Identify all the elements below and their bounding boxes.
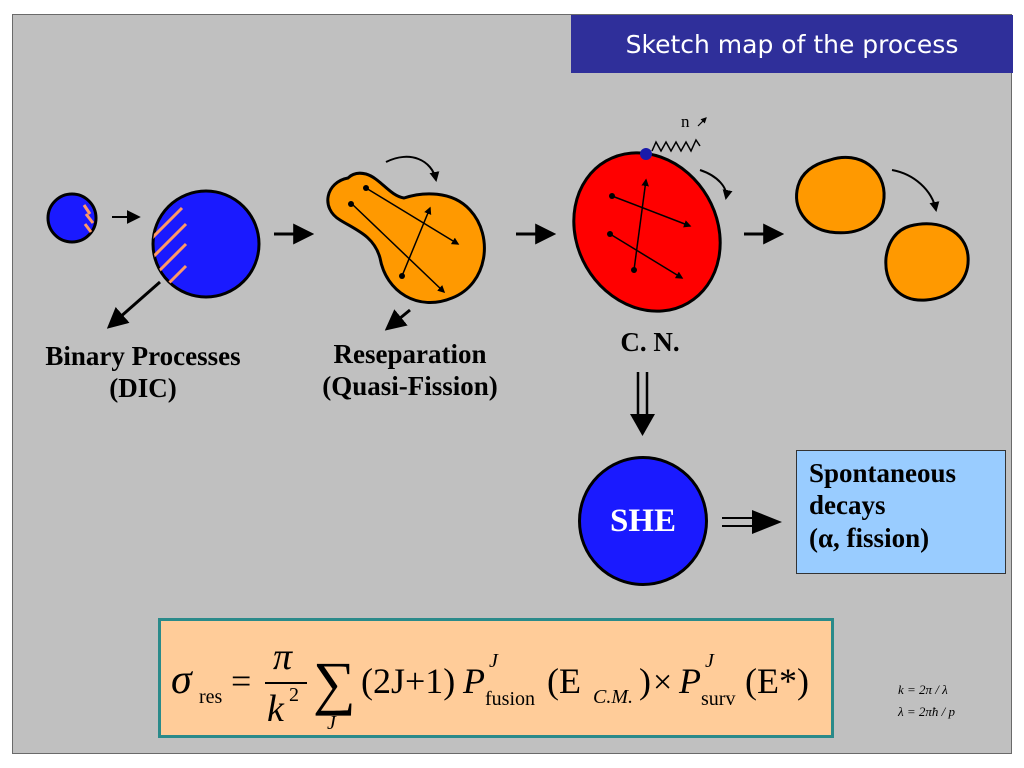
sigma-subscript: res [199,686,223,708]
p-surv-sup: J [705,650,715,672]
p-fusion: P [462,661,485,701]
neutron-wave-icon [651,138,701,153]
neutron-label: n [681,112,690,131]
p-fusion-arg-close: ) [639,661,651,701]
multiplicity-factor: (2J+1) [361,661,455,701]
p-fusion-arg-sub: C.M. [593,686,633,708]
slide-title: Sketch map of the process [571,15,1013,73]
decay-arrow-head [752,510,782,534]
reseparation-pointer-arrow [384,308,411,331]
fraction-numerator: π [273,636,293,678]
compound-nucleus-label: C. N. [620,327,680,357]
p-surv: P [678,661,701,701]
reseparation-line2: (Quasi-Fission) [322,371,498,402]
times-sign: × [653,664,672,701]
binary-processes-label: Binary Processes (DIC) [20,340,266,405]
compound-nucleus [572,151,722,313]
binary-pointer-arrow [106,280,161,329]
sigma-symbol: σ [171,657,194,703]
binary-line2: (DIC) [109,373,177,404]
sum-index: J [327,712,337,734]
emitted-neutron [640,148,652,160]
spontaneous-decays-box: Spontaneous decays (α, fission) [796,450,1006,574]
she-nucleus: SHE [578,456,708,586]
sum-symbol: ∑ [313,650,356,716]
lambda-definition: λ = 2πħ / p [898,704,956,719]
p-surv-sub: surv [701,688,735,710]
equals-sign: = [231,661,251,701]
fission-fragment-1 [795,155,886,235]
k-definition: k = 2π / λ [898,682,948,697]
cross-section-formula: σ res = π k 2 ∑ J (2J+1) P J fusion (E C… [171,636,809,734]
down-arrow-head [630,414,655,436]
p-fusion-sup: J [489,650,499,672]
fission-fragment-2 [884,222,970,302]
projectile-nucleus [46,192,98,244]
decays-line3: (α, fission) [809,522,930,553]
binary-line1: Binary Processes [45,341,241,371]
decays-line1: Spontaneous [809,458,957,488]
target-nucleus [151,189,261,299]
p-fusion-arg: (E [547,661,581,701]
dinuclear-system [326,171,486,304]
decays-line2: decays [809,490,886,521]
p-fusion-sub: fusion [485,688,535,710]
cross-section-formula-box: σ res = π k 2 ∑ J (2J+1) P J fusion (E C… [158,618,834,738]
p-surv-arg: (E*) [745,661,809,701]
rotation-arrow-1 [385,155,440,182]
fraction-denominator: k [267,688,285,730]
reseparation-label: Reseparation (Quasi-Fission) [296,338,524,403]
reseparation-line1: Reseparation [333,339,487,369]
rotation-arrow-2 [699,169,733,200]
rotation-arrow-3 [891,169,940,212]
denominator-exponent: 2 [289,684,299,706]
